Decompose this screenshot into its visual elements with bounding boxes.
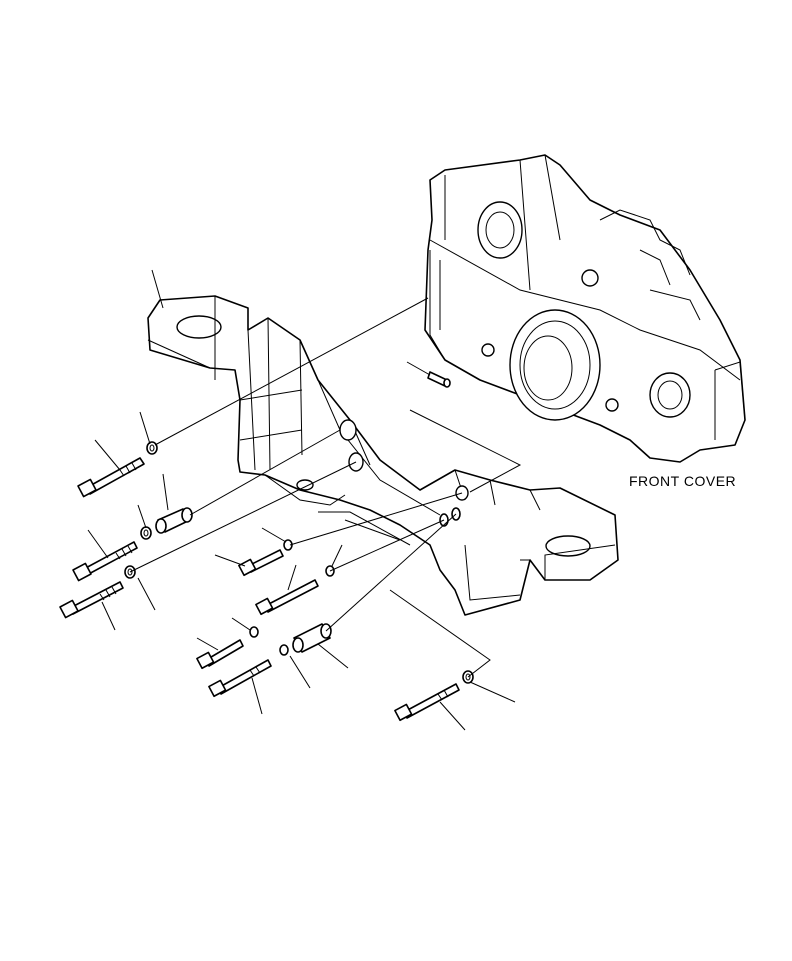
bolt-lower-center <box>196 639 244 670</box>
washer-bottom-center <box>279 644 289 656</box>
bolt-bottom-center <box>208 659 272 698</box>
spacer-left <box>155 507 193 534</box>
spacer-center <box>292 623 332 653</box>
bolt-middle-left <box>72 541 138 582</box>
callout-leaders <box>87 269 516 731</box>
mounting-bracket <box>147 295 619 616</box>
assembly-lines <box>129 297 522 678</box>
front-cover-housing <box>424 154 746 463</box>
bolt-upper-left <box>77 457 145 498</box>
front-cover-label: FRONT COVER <box>629 473 737 489</box>
dowel-pin <box>427 371 451 388</box>
bolt-lower-left <box>59 581 124 619</box>
bolt-short-center <box>238 549 284 577</box>
washer-upper-left <box>146 441 158 455</box>
washer-center-upper <box>283 539 293 551</box>
washer-middle-left <box>140 526 152 540</box>
bolt-lower-right <box>394 683 460 722</box>
bolt-center <box>255 579 319 616</box>
washer-lower-center <box>249 626 259 638</box>
